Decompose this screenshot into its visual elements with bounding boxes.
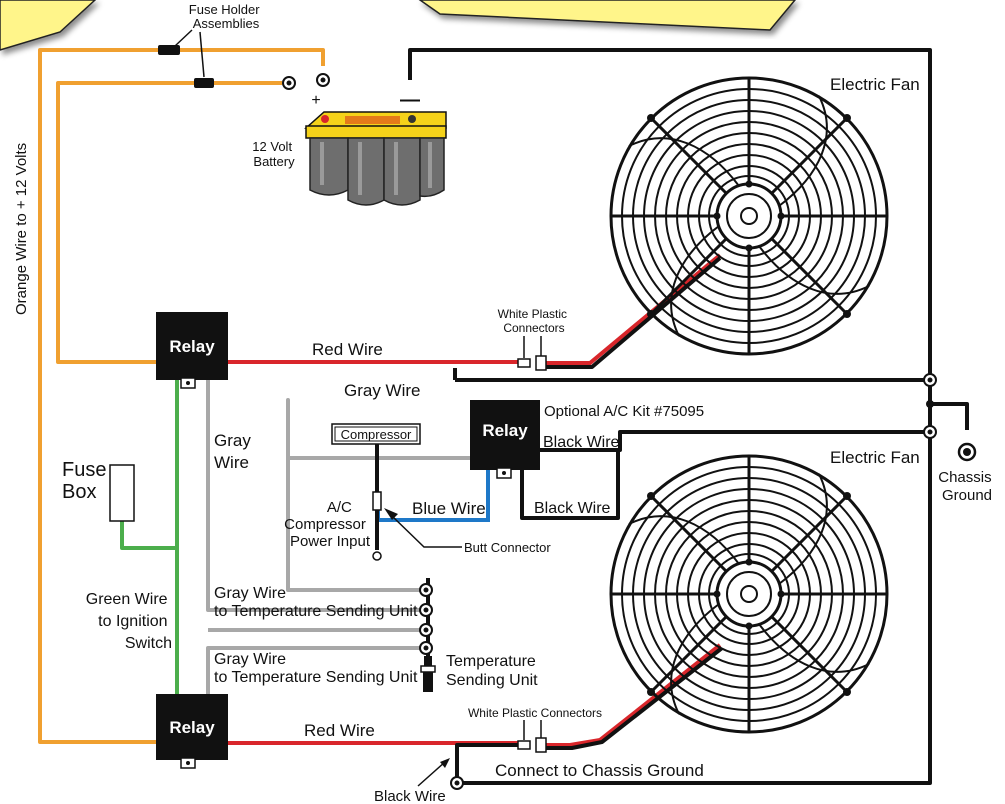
- relay-top: Relay: [156, 312, 228, 389]
- gray-wire-vertical-label: Gray Wire: [214, 431, 256, 472]
- electric-fan-bottom-label: Electric Fan: [830, 448, 920, 467]
- fuse-holder-icon: [158, 29, 214, 88]
- orange-wire-label: Orange Wire to + 12 Volts: [13, 143, 30, 315]
- gray-wires: [206, 380, 470, 694]
- ac-power-input-label: A/C Compressor Power Input: [284, 499, 371, 550]
- red-wire-top-label: Red Wire: [312, 340, 383, 359]
- white-connectors-top-label: White Plastic Connectors: [498, 307, 571, 335]
- black-wire-label-1: Black Wire: [543, 434, 620, 451]
- gray-temp-label-2: Gray Wire to Temperature Sending Unit: [214, 651, 418, 686]
- compressor-box: Compressor: [331, 423, 421, 445]
- chassis-ground-icon: [957, 442, 977, 462]
- chassis-ground-label: Chassis Ground: [938, 469, 996, 504]
- compressor-label: Compressor: [341, 427, 412, 442]
- junction-dot: [926, 400, 934, 408]
- electric-fan-top-icon: [609, 76, 889, 356]
- note-corner-center: [418, 0, 796, 31]
- fuse-holder-line2: Assemblies: [193, 16, 260, 31]
- black-wire-label-2: Black Wire: [534, 500, 611, 517]
- battery-icon: + —: [304, 89, 447, 206]
- green-wire-label: Green Wire to Ignition Switch: [86, 591, 172, 652]
- gray-temp-label-1: Gray Wire to Temperature Sending Unit: [214, 585, 418, 620]
- white-connectors-bottom-label: White Plastic Connectors: [468, 706, 602, 720]
- connect-chassis-label: Connect to Chassis Ground: [495, 761, 704, 780]
- fuse-holder-line1: Fuse Holder: [189, 2, 260, 17]
- butt-connector-label: Butt Connector: [464, 540, 551, 555]
- blue-wire-label: Blue Wire: [412, 499, 486, 518]
- optional-kit-label: Optional A/C Kit #75095: [544, 403, 704, 420]
- black-wire-arrow: [417, 758, 450, 787]
- temp-sending-unit-label: Temperature Sending Unit: [446, 653, 540, 689]
- red-wire-bottom-label: Red Wire: [304, 721, 375, 740]
- note-corner-left: [0, 0, 97, 51]
- relay-top-label: Relay: [169, 337, 215, 356]
- relay-ac: Relay: [470, 400, 540, 479]
- fuse-box-icon: [109, 464, 135, 522]
- white-connector-bottom: [517, 720, 547, 753]
- relay-bottom: Relay: [156, 694, 228, 769]
- fuse-holder-label: Fuse Holder Assemblies: [189, 2, 263, 31]
- relay-ac-label: Relay: [482, 421, 528, 440]
- gray-wire-top-label: Gray Wire: [344, 381, 421, 400]
- battery-minus-label: —: [400, 89, 420, 111]
- orange-wires: [38, 48, 325, 744]
- temp-sending-unit-icon: [420, 656, 436, 692]
- relay-bottom-label: Relay: [169, 718, 215, 737]
- white-connector-top: [517, 336, 547, 371]
- battery-label: 12 Volt Battery: [252, 139, 295, 169]
- butt-connector-arrow: [384, 508, 462, 548]
- battery-plus-label: +: [311, 92, 320, 109]
- black-wire-bottom-label: Black Wire: [374, 788, 446, 804]
- fuse-box-label: Fuse Box: [62, 459, 112, 503]
- ac-input-terminal: [372, 551, 382, 561]
- electric-fan-top-label: Electric Fan: [830, 75, 920, 94]
- green-wires: [120, 380, 179, 694]
- ac-input-connector: [372, 491, 382, 511]
- electric-fan-bottom-icon: [609, 454, 889, 734]
